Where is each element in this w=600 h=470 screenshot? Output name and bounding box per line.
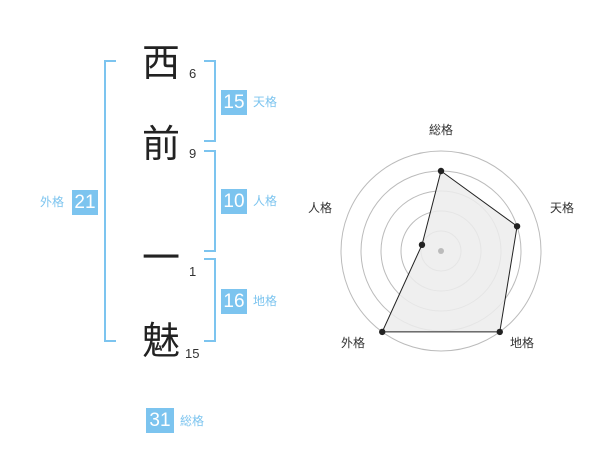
radar-points [379,167,521,336]
name-char-2: 前 [142,122,181,166]
radar-point-5 [418,241,426,249]
tenkaku-badge: 15 [221,90,247,115]
jinkaku-bracket [204,150,216,252]
stroke-count-4: 15 [185,346,200,361]
jinkaku-label: 人格 [253,194,278,208]
stroke-count-3: 1 [189,264,197,279]
tenkaku-label: 天格 [253,95,278,109]
radar-area [381,170,518,333]
radar-label-chikaku: 地格 [510,335,534,350]
gaikaku-label: 外格 [40,195,65,209]
radar-point-2 [513,223,521,230]
name-char-4: 魅 [142,319,181,363]
name-char-3: 一 [142,236,181,280]
radar-label-jinkaku: 人格 [308,200,332,215]
radar-label-tenkaku: 天格 [550,200,574,215]
jinkaku-badge: 10 [221,189,247,214]
radar-center-dot [438,248,444,254]
radar-point-3 [496,328,503,336]
gaikaku-bracket [104,60,116,342]
radar-ring [340,150,542,352]
radar-label-soukaku: 総格 [429,122,453,137]
stroke-count-2: 9 [189,146,197,161]
soukaku-label: 総格 [180,414,205,428]
name-char-1: 西 [142,41,181,85]
gaikaku-badge: 21 [72,190,98,215]
chikaku-label: 地格 [253,294,278,308]
chikaku-badge: 16 [221,289,247,314]
chikaku-bracket [204,258,216,342]
soukaku-badge: 31 [146,408,174,433]
radar-point-1 [437,167,445,175]
stroke-count-1: 6 [189,66,197,81]
radar-label-gaikaku: 外格 [341,335,365,350]
radar-point-4 [379,328,386,336]
tenkaku-bracket [204,60,216,142]
